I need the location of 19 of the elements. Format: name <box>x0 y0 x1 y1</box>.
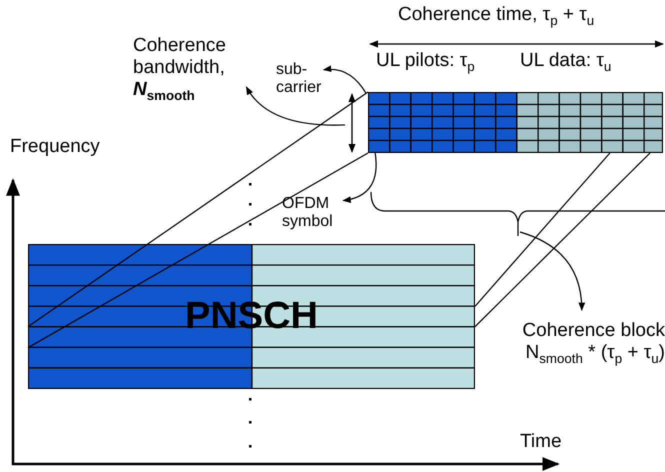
leader-line <box>246 86 345 126</box>
coherence-block-label: Coherence block <box>522 320 665 342</box>
leader-line <box>520 231 585 311</box>
coherence-bandwidth-label: Coherence bandwidth, N$_{smooth}$ <box>133 35 227 103</box>
subcarrier-label: sub-carrier <box>276 60 322 98</box>
section-label: UL data: τ$_{u}$ <box>520 50 612 75</box>
axis-label: Coherence time, τ$_{p}$ + τ$_{u}$ <box>398 4 594 29</box>
section-label: UL pilots: τ$_{p}$ <box>376 50 475 75</box>
zoom-line <box>474 152 610 307</box>
leader-line <box>322 66 366 94</box>
zoom-line <box>28 92 368 328</box>
axis-label: Time <box>520 431 562 454</box>
ofdm-symbol-label: OFDM symbol <box>282 194 334 232</box>
coherence-block-formula: N$_{smooth}$ * (τ$_{p}$ + τ$_{u}$) <box>526 342 665 366</box>
leader-line <box>342 152 377 203</box>
zoom-line <box>474 152 650 328</box>
channel-label: PNSCH <box>184 294 318 338</box>
axis-label: Frequency <box>10 136 100 159</box>
zoom-line <box>28 152 368 348</box>
